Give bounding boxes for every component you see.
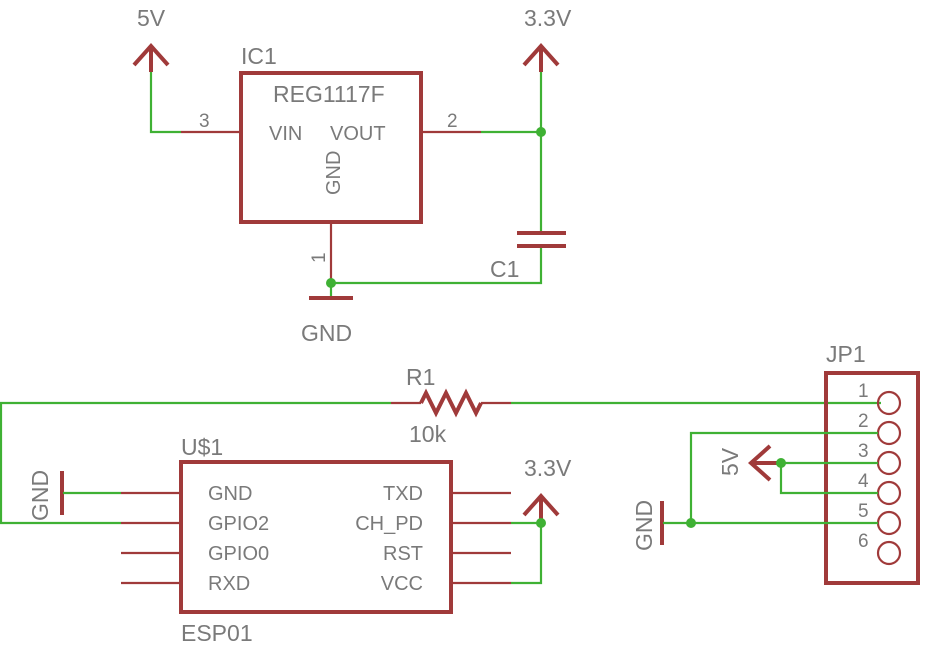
- wire-5v-vin: [149, 72, 181, 134]
- esp-pin-ch-pd: CH_PD: [355, 513, 423, 535]
- esp01-u1[interactable]: U$1 ESP01 GND GPIO2 GPIO0 RXD TXD CH_PD …: [121, 434, 511, 646]
- resistor-value: 10k: [409, 421, 447, 447]
- header-pinnum-2: 2: [858, 411, 869, 432]
- esp-body: [179, 460, 453, 614]
- header-pinnum-5: 5: [858, 501, 869, 522]
- header-pin-5[interactable]: [876, 510, 902, 536]
- wire-vcc-3v3: [511, 523, 543, 585]
- esp-pin-txd: TXD: [383, 483, 423, 505]
- esp-pin-gnd: GND: [208, 483, 252, 505]
- gnd-esp-label: GND: [27, 470, 53, 521]
- resistor-r1[interactable]: R1 10k: [391, 364, 511, 447]
- wire-cap-gnd: [331, 246, 543, 285]
- wire-vout-3v3: [481, 72, 543, 134]
- junction-3v3-esp: [536, 518, 546, 528]
- header-pin-4[interactable]: [876, 480, 902, 506]
- esp-pin-rxd: RXD: [208, 573, 250, 595]
- regulator-name: IC1: [241, 43, 277, 69]
- header-pinnum-1: 1: [858, 381, 869, 402]
- wire-gpio2-r1: [0, 401, 391, 525]
- regulator-pin-gnd: GND: [323, 151, 345, 195]
- header-body: [824, 371, 920, 585]
- header-pin-6[interactable]: [876, 540, 902, 566]
- supply-3v3-esp: 3.3V: [522, 455, 572, 522]
- supply-5v-top: 5V: [132, 5, 170, 72]
- header-name: JP1: [826, 341, 866, 367]
- supply-5v-header: 5V: [717, 444, 778, 482]
- esp-pin-gpio2: GPIO2: [208, 513, 269, 535]
- regulator-pinnum-gnd: 1: [309, 252, 330, 263]
- supply-5v-label: 5V: [137, 5, 166, 31]
- supply-5v-header-label: 5V: [717, 447, 743, 476]
- gnd-symbol-regulator: GND: [301, 283, 353, 346]
- regulator-value: REG1117F: [273, 81, 385, 107]
- esp-pin-rst: RST: [383, 543, 423, 565]
- supply-3v3-top: 3.3V: [522, 5, 572, 72]
- gnd-header-label: GND: [631, 500, 657, 551]
- resistor-name: R1: [406, 364, 435, 390]
- esp-pin-gpio0: GPIO0: [208, 543, 269, 565]
- junction-vout: [536, 127, 546, 137]
- regulator-pin-vin: VIN: [269, 123, 302, 145]
- esp-value: ESP01: [181, 620, 253, 646]
- regulator-ic1[interactable]: IC1 REG1117F VIN VOUT GND 3 2 1: [181, 43, 481, 283]
- header-pinnum-6: 6: [858, 531, 869, 552]
- regulator-pinnum-vout: 2: [447, 111, 458, 132]
- regulator-pinnum-vin: 3: [199, 111, 210, 132]
- capacitor-c1[interactable]: C1: [490, 231, 566, 282]
- header-jp1[interactable]: JP1 1 2 3 4 5 6: [824, 341, 920, 585]
- capacitor-name: C1: [490, 256, 519, 282]
- header-pin-1[interactable]: [876, 390, 902, 416]
- supply-3v3-esp-label: 3.3V: [524, 455, 572, 481]
- gnd-regulator-label: GND: [301, 320, 352, 346]
- esp-pin-vcc: VCC: [381, 573, 423, 595]
- wire-gnd-pin2: [689, 431, 878, 523]
- header-pin-2[interactable]: [876, 420, 902, 446]
- gnd-symbol-esp: GND: [27, 470, 121, 521]
- regulator-pin-vout: VOUT: [330, 123, 386, 145]
- esp-name: U$1: [181, 434, 223, 460]
- wire-5v-pin4: [779, 463, 878, 495]
- header-pinnum-3: 3: [858, 441, 869, 462]
- header-pinnum-4: 4: [858, 471, 869, 492]
- junction-5v-header: [776, 458, 786, 468]
- junction-gnd-header: [686, 518, 696, 528]
- supply-3v3-top-label: 3.3V: [524, 5, 572, 31]
- gnd-symbol-header: GND: [631, 500, 878, 551]
- header-pin-3[interactable]: [876, 450, 902, 476]
